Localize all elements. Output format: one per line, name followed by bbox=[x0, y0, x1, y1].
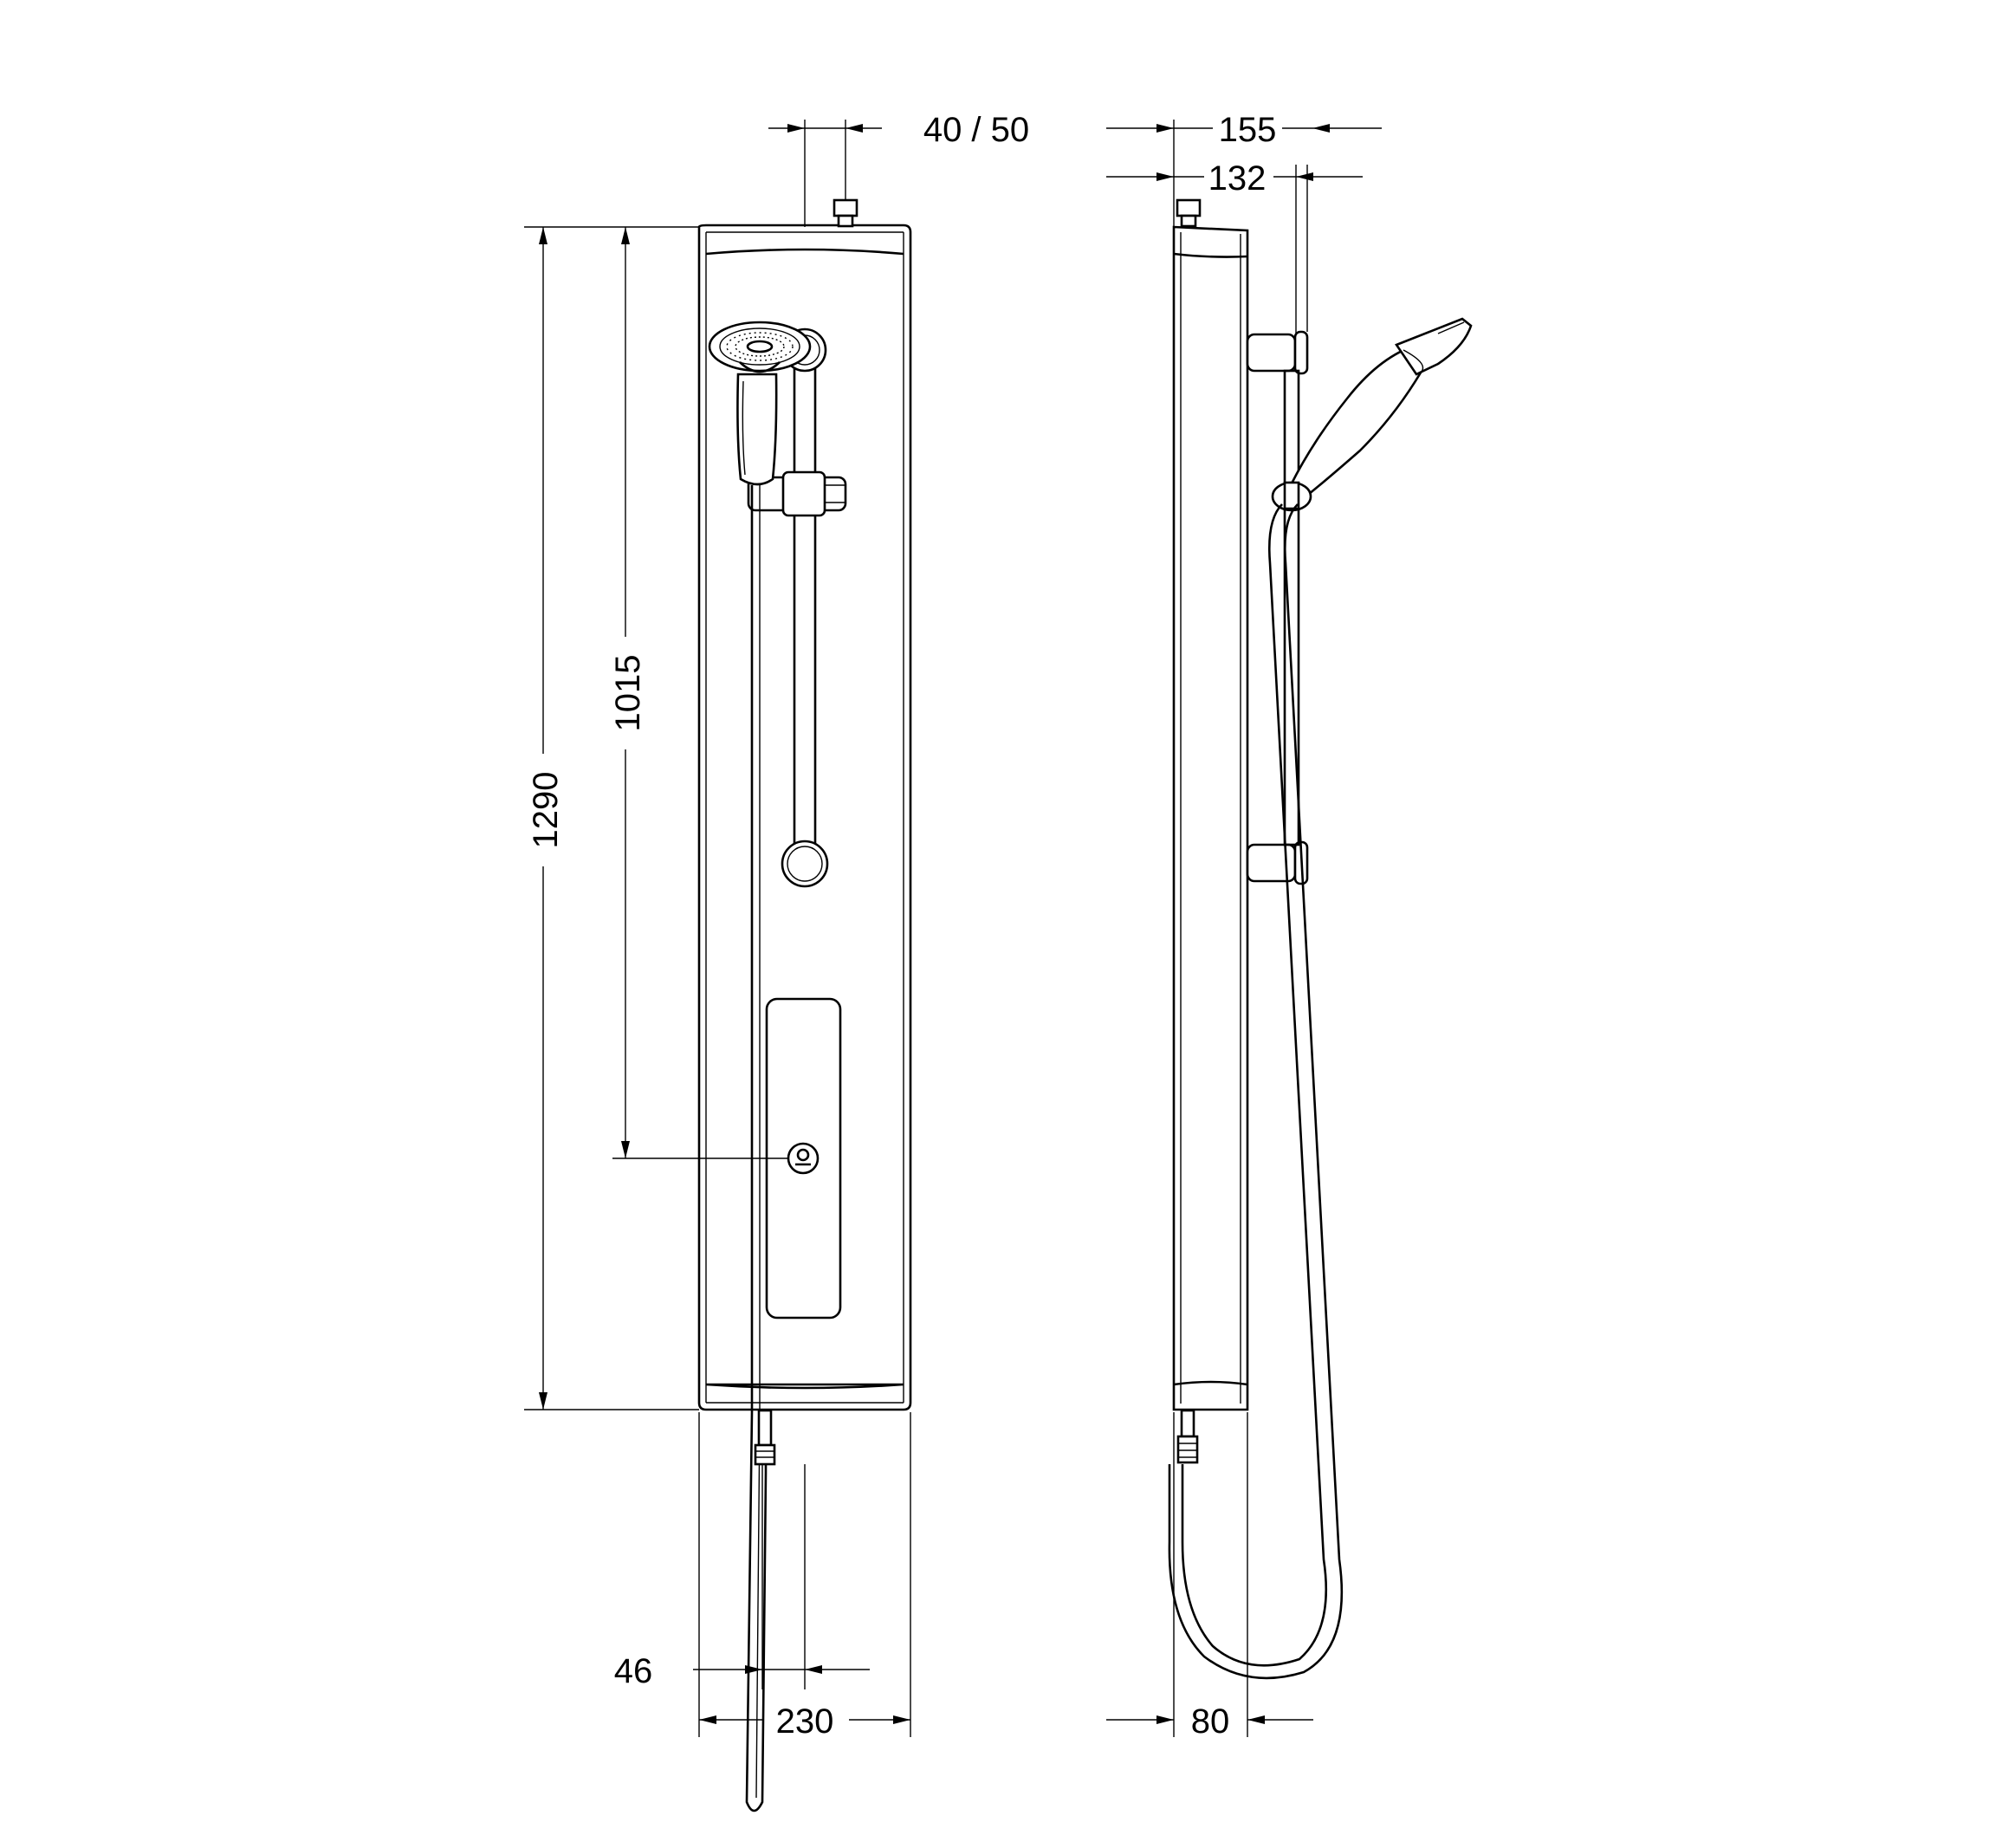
dim-width: 230 bbox=[776, 1702, 834, 1741]
front-shower-hose bbox=[745, 485, 768, 1812]
dim-hose-offset: 40 / 50 bbox=[923, 111, 1029, 149]
rail-bottom-bracket bbox=[781, 840, 829, 888]
hand-shower-icon bbox=[708, 321, 812, 486]
dim-hose-outlet: 46 bbox=[614, 1652, 653, 1690]
dim-height-control: 1015 bbox=[609, 655, 647, 732]
side-top-inlet-icon bbox=[1176, 198, 1202, 228]
side-rail-bracket-top bbox=[1246, 330, 1309, 375]
front-bottom-connector-icon bbox=[754, 1409, 776, 1466]
dim-height-overall: 1290 bbox=[527, 772, 565, 849]
side-panel-inner bbox=[1180, 232, 1241, 1404]
front-bottom-cap bbox=[705, 1383, 904, 1390]
side-slide-rail bbox=[1283, 369, 1300, 846]
thermostat-knob-icon bbox=[787, 1142, 820, 1175]
front-panel-body bbox=[697, 224, 912, 1411]
side-panel-body bbox=[1172, 225, 1249, 1411]
dim-panel-depth: 80 bbox=[1191, 1702, 1230, 1741]
dim-depth-rail: 132 bbox=[1208, 159, 1267, 198]
side-hand-shower-icon bbox=[1289, 317, 1473, 500]
slider-holder bbox=[747, 470, 847, 517]
front-view: 1290 1015 40 / 50 46 230 bbox=[520, 111, 1029, 1812]
front-panel-inner bbox=[705, 231, 904, 1404]
front-top-inlet-icon bbox=[833, 198, 858, 228]
side-bottom-connector-icon bbox=[1176, 1409, 1199, 1464]
slide-rail bbox=[793, 349, 817, 864]
side-shower-hose bbox=[1181, 503, 1328, 1667]
side-view: 155 132 80 bbox=[1106, 111, 1473, 1741]
front-top-cap bbox=[705, 248, 904, 256]
side-slider-holder bbox=[1271, 481, 1312, 512]
side-rail-bracket-bottom bbox=[1246, 840, 1309, 885]
dim-depth-total: 155 bbox=[1219, 111, 1277, 149]
